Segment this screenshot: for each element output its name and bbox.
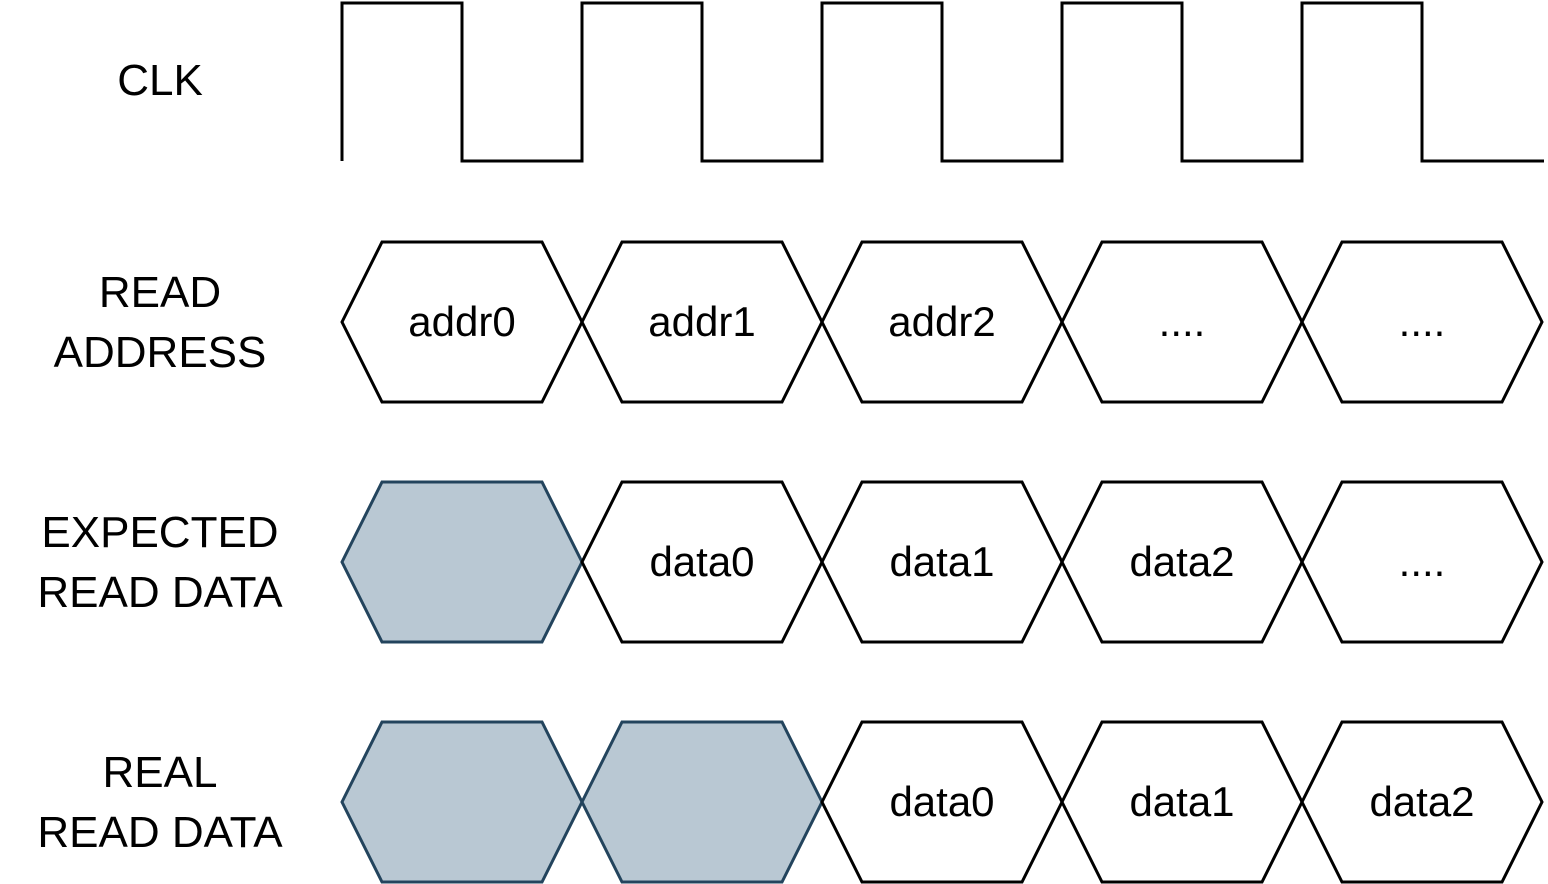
real-read-data-cell-4-text: data1 [1129,778,1234,825]
expected-read-data-label-line-1: EXPECTED [41,508,278,557]
real-read-data-cell-1-invalid [340,720,584,884]
real-read-data-cell-5-text: data2 [1369,778,1474,825]
expected-read-data-label-line-2: READ DATA [37,568,283,617]
real-read-data-cell-5 [1300,720,1544,884]
read-address-label-line-1: READ [99,268,221,317]
read-address-label-line-2: ADDRESS [54,328,267,377]
read-address-cell-2-text: addr1 [648,298,755,345]
real-read-data-label-line-2: READ DATA [37,808,283,857]
expected-read-data-cell-5 [1300,480,1544,644]
clk-waveform [340,1,1544,163]
clk-label-line-1: CLK [117,56,203,105]
expected-read-data-cell-4-text: data2 [1129,538,1234,585]
real-read-data-label-line-1: REAL [103,748,218,797]
read-address-cell-5-text: .... [1399,298,1446,345]
expected-read-data-cell-5-text: .... [1399,538,1446,585]
read-address-cell-5 [1300,240,1544,404]
real-read-data-cell-3-text: data0 [889,778,994,825]
expected-read-data-cell-1-invalid [340,480,584,644]
read-address-cell-4-text: .... [1159,298,1206,345]
expected-read-data-cell-3-text: data1 [889,538,994,585]
read-address-cell-1-text: addr0 [408,298,515,345]
real-read-data-cell-2-invalid [580,720,824,884]
read-address-cell-3-text: addr2 [888,298,995,345]
expected-read-data-cell-2-text: data0 [649,538,754,585]
